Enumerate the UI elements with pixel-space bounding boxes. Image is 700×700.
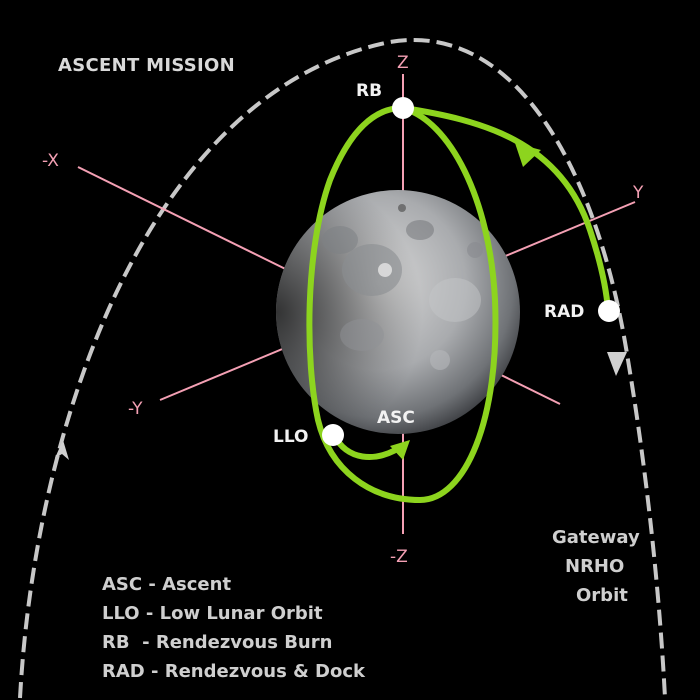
gateway-label-line-2: NRHO bbox=[565, 556, 624, 577]
axis-label-z-pos: Z bbox=[397, 53, 409, 73]
nrho-orbit-path bbox=[18, 38, 667, 699]
axis-label-y-neg: -Y bbox=[128, 399, 143, 419]
legend: ASC - Ascent LLO - Low Lunar Orbit RB - … bbox=[102, 574, 366, 682]
axis-label-x-neg: -X bbox=[42, 151, 59, 171]
axis-label-z-neg: -Z bbox=[390, 547, 408, 567]
point-label-rad: RAD bbox=[544, 302, 584, 322]
axis-label-y-pos: Y bbox=[632, 183, 644, 203]
point-label-llo: LLO bbox=[273, 427, 309, 447]
point-label-asc: ASC bbox=[377, 408, 415, 428]
ascent-arrow-icon bbox=[390, 440, 410, 460]
gateway-label-line-3: Orbit bbox=[576, 585, 628, 606]
legend-item-rb: RB - Rendezvous Burn bbox=[102, 632, 332, 653]
legend-item-asc: ASC - Ascent bbox=[102, 574, 231, 595]
point-label-rb: RB bbox=[356, 81, 382, 101]
legend-item-llo: LLO - Low Lunar Orbit bbox=[102, 603, 323, 624]
nrho-arrow-up bbox=[55, 440, 69, 460]
transfer-arrow-icon bbox=[515, 143, 541, 167]
rad-marker bbox=[598, 300, 620, 322]
llo-marker bbox=[322, 424, 344, 446]
legend-item-rad: RAD - Rendezvous & Dock bbox=[102, 661, 366, 682]
moon bbox=[276, 190, 520, 434]
rendezvous-transfer-path bbox=[403, 105, 611, 311]
nrho-arrow-down bbox=[607, 352, 627, 376]
gateway-label-line-1: Gateway bbox=[552, 527, 640, 548]
rb-marker bbox=[392, 97, 414, 119]
diagram-title: ASCENT MISSION bbox=[58, 55, 235, 76]
lunar-orbit-path bbox=[306, 104, 499, 504]
